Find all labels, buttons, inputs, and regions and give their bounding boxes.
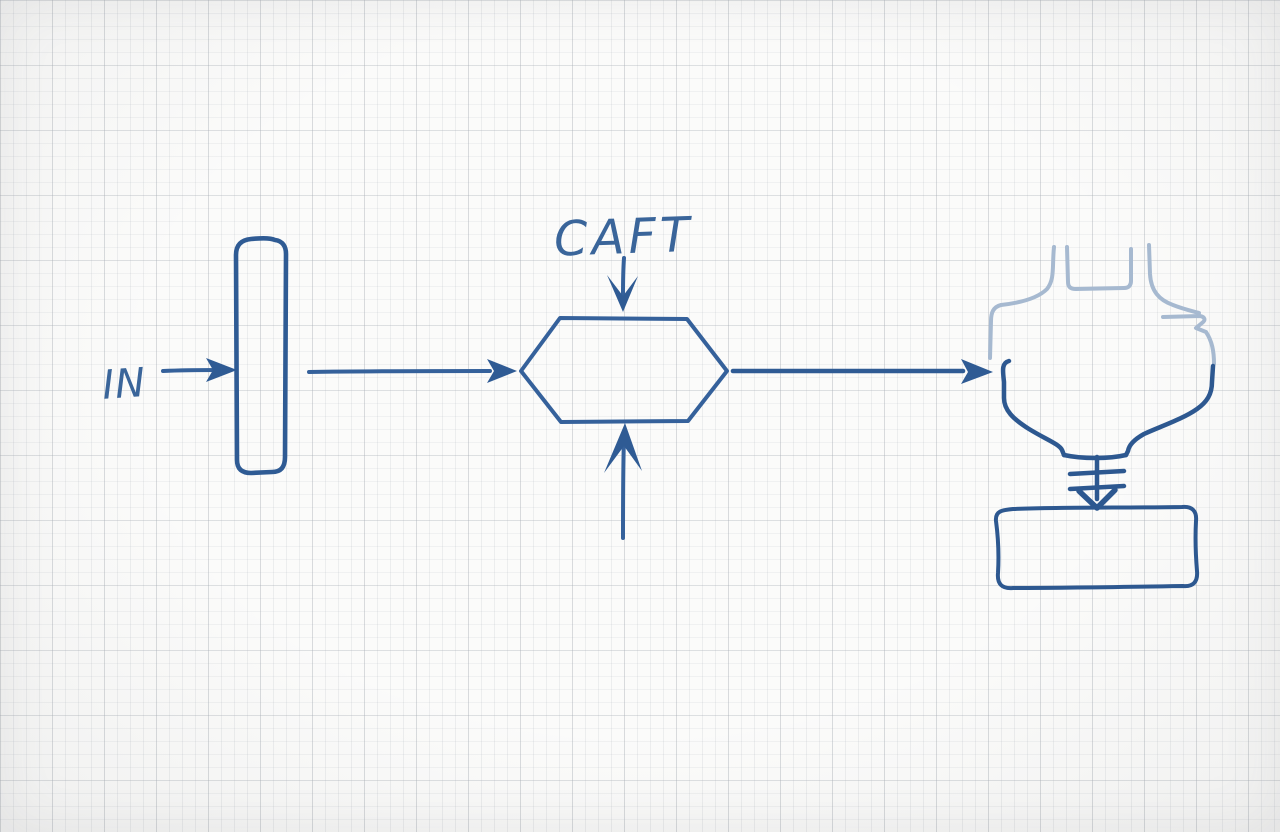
arrow-shaft — [161, 368, 222, 373]
arrowhead-right-icon — [487, 359, 517, 383]
hash-mark — [1067, 468, 1127, 477]
arrow-shaft — [621, 434, 626, 540]
input-label-text: IN — [101, 360, 148, 409]
output-box — [993, 504, 1200, 591]
arrowhead-right-icon — [206, 358, 237, 382]
arrow-funnel-to-box — [1067, 454, 1127, 511]
arrow-shaft — [621, 256, 626, 297]
funnel-outer-left-faded — [988, 245, 1056, 360]
funnel-lower-right — [1123, 363, 1216, 458]
arrowhead-right-icon — [961, 359, 993, 384]
arrowhead-down-icon — [607, 275, 638, 312]
funnel-sketch — [988, 243, 1216, 461]
arrow-caft-to-hexagon — [607, 256, 638, 312]
tall-bar — [233, 236, 289, 476]
input-label: IN — [101, 360, 148, 409]
funnel-neck-notch-faded — [1065, 245, 1133, 291]
process-hexagon — [519, 316, 729, 424]
arrow-bottom-to-hexagon — [604, 423, 642, 540]
arrowhead-up-icon — [604, 423, 642, 473]
arrow-shaft — [307, 369, 492, 374]
arrow-bar-to-hexagon — [307, 359, 517, 383]
funnel-right-shoulder-faded — [1161, 314, 1216, 366]
arrow-hexagon-to-funnel — [730, 359, 993, 384]
arrow-input-to-bar — [161, 358, 237, 382]
funnel-lower-left — [1000, 358, 1067, 458]
funnel-outer-right-faded — [1147, 243, 1201, 315]
